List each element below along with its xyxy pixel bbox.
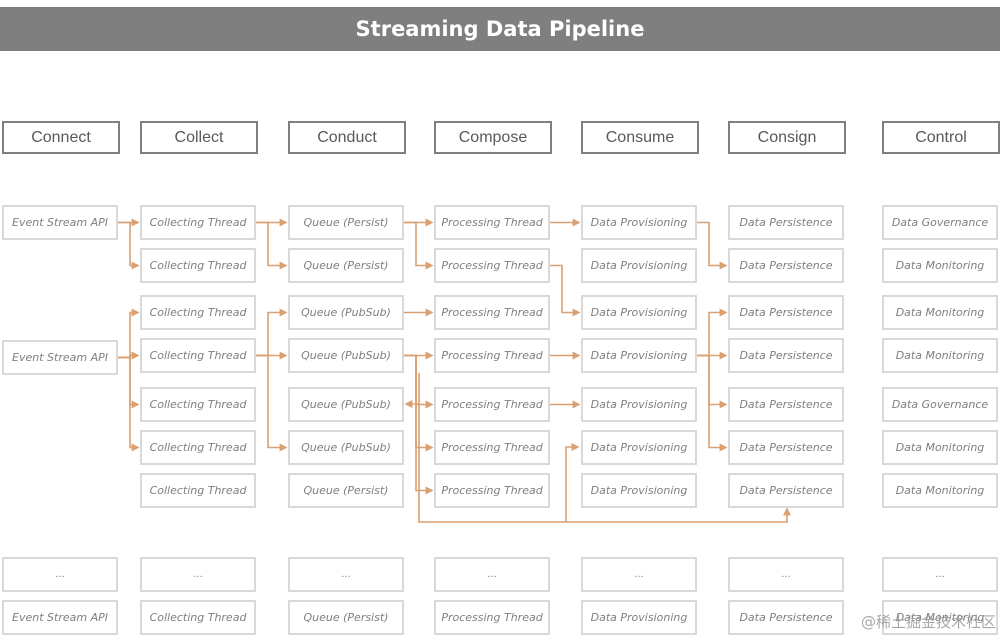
stage-header-control: Control [882,121,1000,154]
node-collecting-thread: Collecting Thread [140,338,256,373]
node-queue-pubsub: Queue (PubSub) [288,295,404,330]
stage-header-compose: Compose [434,121,552,154]
stage-header-consign: Consign [728,121,846,154]
connector-edge [118,356,140,409]
connector-edge [697,308,728,357]
node-event-stream-api: Event Stream API [2,600,118,635]
connector-edge [404,221,434,270]
node-queue-persist: Queue (Persist) [288,205,404,240]
node-data-monitoring: Data Monitoring [882,430,998,465]
node-data-monitoring: Data Monitoring [882,600,998,635]
node-collecting-thread: Collecting Thread [140,430,256,465]
watermark: @稀土掘金技术社区 [860,613,996,631]
node-collecting-thread: Collecting Thread [140,248,256,283]
connector-edge [118,308,140,359]
node-collecting-thread: Collecting Thread [140,600,256,635]
node-processing-thread: Processing Thread [434,387,550,422]
node-processing-thread: Processing Thread [434,295,550,330]
node-collecting-thread: Collecting Thread [140,205,256,240]
node-data-governance: Data Governance [882,387,998,422]
node-queue-persist: Queue (Persist) [288,248,404,283]
connector-edge [256,354,288,452]
node-processing-thread: Processing Thread [434,473,550,508]
node-processing-thread: Processing Thread [434,600,550,635]
node-processing-thread: Processing Thread [434,338,550,373]
connector-edge [118,221,140,270]
node-data-monitoring: Data Monitoring [882,295,998,330]
placeholder-node: ... [728,557,844,592]
connector-edge [697,221,728,270]
node-data-provisioning: Data Provisioning [581,248,697,283]
connector-edge [404,354,434,409]
node-processing-thread: Processing Thread [434,205,550,240]
node-processing-thread: Processing Thread [434,430,550,465]
placeholder-node: ... [434,557,550,592]
node-data-provisioning: Data Provisioning [581,600,697,635]
node-data-governance: Data Governance [882,205,998,240]
node-data-persistence: Data Persistence [728,248,844,283]
node-queue-persist: Queue (Persist) [288,473,404,508]
node-queue-pubsub: Queue (PubSub) [288,338,404,373]
connector-edge [404,354,434,452]
node-queue-pubsub: Queue (PubSub) [288,430,404,465]
connector-edge [550,264,581,317]
diagram-title: Streaming Data Pipeline [0,7,1000,51]
node-data-provisioning: Data Provisioning [581,338,697,373]
stage-header-connect: Connect [2,121,120,154]
connector-edge [118,356,140,452]
node-collecting-thread: Collecting Thread [140,295,256,330]
node-data-monitoring: Data Monitoring [882,338,998,373]
node-data-persistence: Data Persistence [728,387,844,422]
placeholder-node: ... [882,557,998,592]
node-data-provisioning: Data Provisioning [581,473,697,508]
connector-edge [697,354,728,409]
connector-edge-feedback [565,443,580,522]
stage-header-collect: Collect [140,121,258,154]
node-queue-persist: Queue (Persist) [288,600,404,635]
stage-header-consume: Consume [581,121,699,154]
connector-edge [256,308,288,357]
node-event-stream-api: Event Stream API [2,340,118,375]
placeholder-node: ... [2,557,118,592]
connector-edge-feedback [418,404,791,523]
node-data-persistence: Data Persistence [728,600,844,635]
node-data-provisioning: Data Provisioning [581,387,697,422]
connector-edge [256,221,288,270]
node-data-persistence: Data Persistence [728,338,844,373]
node-data-monitoring: Data Monitoring [882,248,998,283]
stage-header-conduct: Conduct [288,121,406,154]
connector-edge [404,354,434,495]
node-data-monitoring: Data Monitoring [882,473,998,508]
node-data-provisioning: Data Provisioning [581,430,697,465]
placeholder-node: ... [288,557,404,592]
node-event-stream-api: Event Stream API [2,205,118,240]
node-data-provisioning: Data Provisioning [581,205,697,240]
placeholder-node: ... [581,557,697,592]
node-data-persistence: Data Persistence [728,205,844,240]
node-processing-thread: Processing Thread [434,248,550,283]
connector-edge [697,354,728,452]
node-data-persistence: Data Persistence [728,473,844,508]
node-queue-pubsub: Queue (PubSub) [288,387,404,422]
node-data-provisioning: Data Provisioning [581,295,697,330]
placeholder-node: ... [140,557,256,592]
connector-edge-loop [404,373,420,408]
node-data-persistence: Data Persistence [728,295,844,330]
node-data-persistence: Data Persistence [728,430,844,465]
node-collecting-thread: Collecting Thread [140,473,256,508]
node-collecting-thread: Collecting Thread [140,387,256,422]
